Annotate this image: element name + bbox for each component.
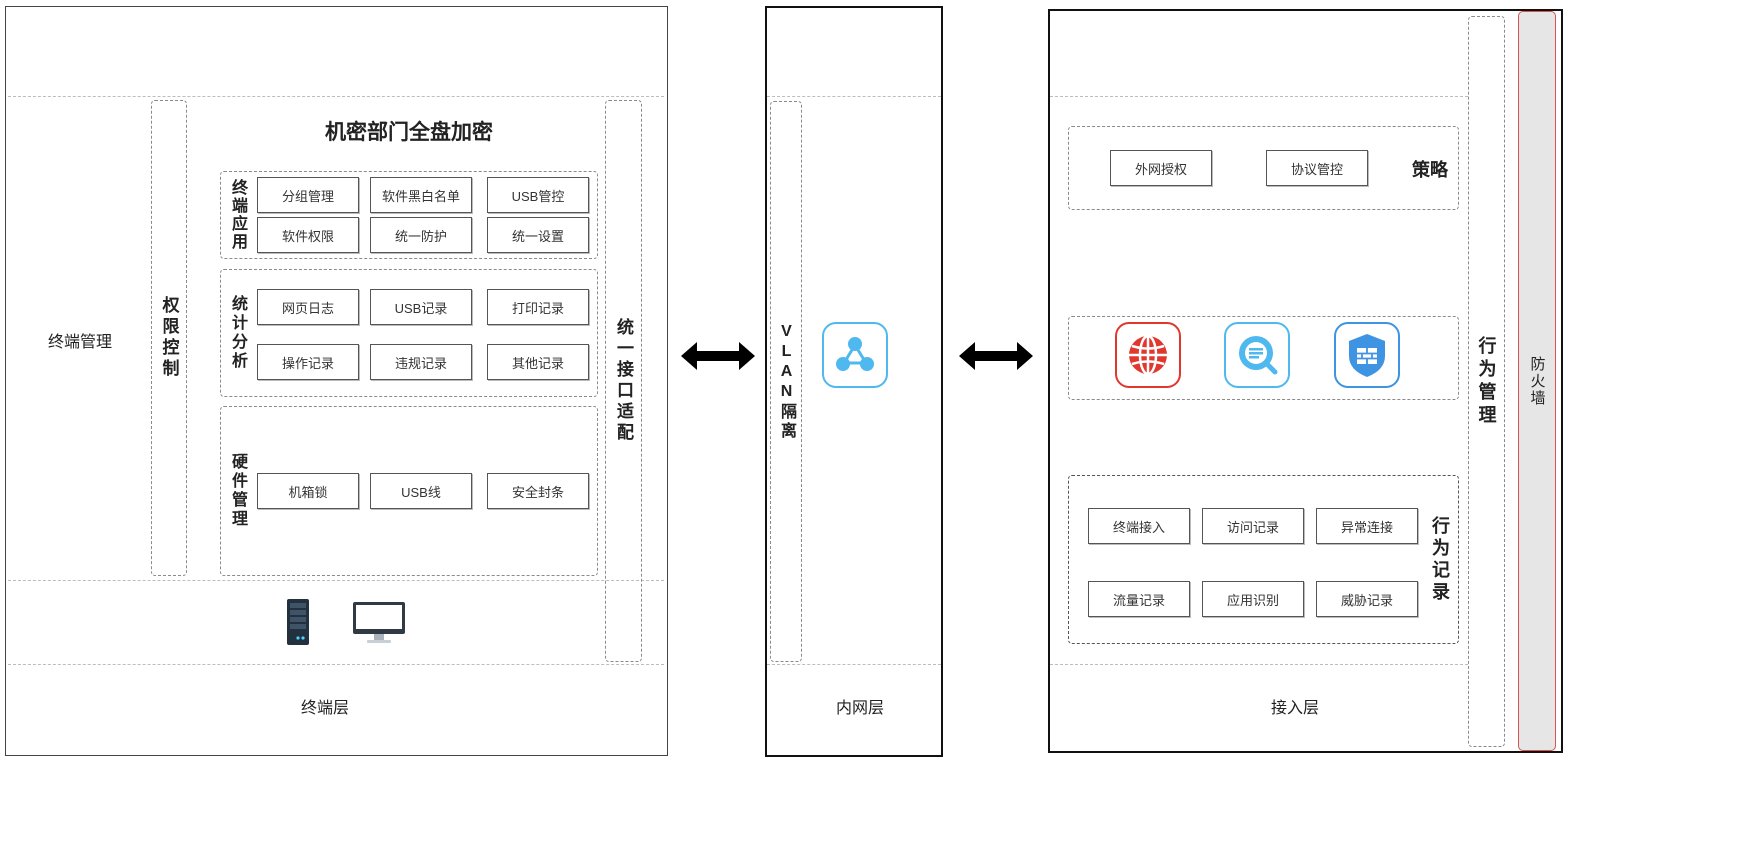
intranet-divider-bottom xyxy=(767,664,941,665)
module-chassis-lock[interactable]: 机箱锁 xyxy=(257,473,359,509)
module-protocol-control[interactable]: 协议管控 xyxy=(1266,150,1368,186)
group-terminal-app-label: 终端应用 xyxy=(229,179,246,251)
terminal-divider-top xyxy=(8,96,664,97)
network-share-icon xyxy=(822,322,888,388)
module-unified-protection[interactable]: 统一防护 xyxy=(370,217,472,253)
module-print-record[interactable]: 打印记录 xyxy=(487,289,589,325)
strategy-label: 策略 xyxy=(1412,160,1448,180)
group-statistics xyxy=(220,269,598,397)
access-divider-bottom xyxy=(1050,664,1468,665)
module-software-permission[interactable]: 软件权限 xyxy=(257,217,359,253)
vlan-isolation-label: VLAN隔离 xyxy=(778,322,795,441)
terminal-divider-bottom xyxy=(8,664,664,665)
module-usb-record[interactable]: USB记录 xyxy=(370,289,472,325)
module-application-identification[interactable]: 应用识别 xyxy=(1202,581,1304,617)
permission-control-box xyxy=(151,100,187,576)
module-operation-record[interactable]: 操作记录 xyxy=(257,344,359,380)
module-usb-control[interactable]: USB管控 xyxy=(487,177,589,213)
behavior-management-box xyxy=(1468,16,1505,747)
module-external-authorization[interactable]: 外网授权 xyxy=(1110,150,1212,186)
access-divider-top xyxy=(1050,96,1468,97)
intranet-divider-top xyxy=(767,96,941,97)
monitor-icon xyxy=(352,601,406,645)
terminal-layer-label: 终端层 xyxy=(300,700,349,717)
unified-interface-label: 统一接口适配 xyxy=(614,318,633,444)
behavior-record-label: 行为记录 xyxy=(1430,515,1450,604)
module-access-record[interactable]: 访问记录 xyxy=(1202,508,1304,544)
group-terminal-app xyxy=(220,171,598,259)
group-hardware xyxy=(220,406,598,576)
terminal-management-label: 终端管理 xyxy=(47,334,112,351)
terminal-divider-middle xyxy=(8,580,664,581)
module-traffic-record[interactable]: 流量记录 xyxy=(1088,581,1190,617)
module-security-seal[interactable]: 安全封条 xyxy=(487,473,589,509)
unified-interface-box xyxy=(605,100,642,662)
globe-icon xyxy=(1115,322,1181,388)
strategy-box xyxy=(1068,126,1459,210)
module-terminal-access[interactable]: 终端接入 xyxy=(1088,508,1190,544)
module-abnormal-connection[interactable]: 异常连接 xyxy=(1316,508,1418,544)
module-threat-record[interactable]: 威胁记录 xyxy=(1316,581,1418,617)
intranet-layer-label: 内网层 xyxy=(835,700,884,717)
firewall-box xyxy=(1518,11,1556,751)
search-icon xyxy=(1224,322,1290,388)
bidirectional-arrow-1 xyxy=(681,340,755,372)
module-web-log[interactable]: 网页日志 xyxy=(257,289,359,325)
terminal-title: 机密部门全盘加密 xyxy=(325,121,493,144)
module-usb-cable[interactable]: USB线 xyxy=(370,473,472,509)
vlan-isolation-box xyxy=(770,101,802,662)
module-group-management[interactable]: 分组管理 xyxy=(257,177,359,213)
behavior-management-label: 行为管理 xyxy=(1476,335,1497,428)
module-unified-settings[interactable]: 统一设置 xyxy=(487,217,589,253)
firewall-label: 防火墙 xyxy=(1528,355,1546,407)
server-tower-icon xyxy=(286,598,310,646)
terminal-layer-panel xyxy=(5,6,668,756)
behavior-record-box xyxy=(1068,475,1459,644)
shield-wall-icon xyxy=(1334,322,1400,388)
permission-control-label: 权限控制 xyxy=(159,296,179,380)
group-hardware-label: 硬件管理 xyxy=(229,453,246,529)
module-other-record[interactable]: 其他记录 xyxy=(487,344,589,380)
security-icons-box xyxy=(1068,316,1459,400)
group-statistics-label: 统计分析 xyxy=(229,295,246,371)
module-software-blackwhite-list[interactable]: 软件黑白名单 xyxy=(370,177,472,213)
access-layer-label: 接入层 xyxy=(1270,700,1319,717)
bidirectional-arrow-2 xyxy=(959,340,1033,372)
module-violation-record[interactable]: 违规记录 xyxy=(370,344,472,380)
